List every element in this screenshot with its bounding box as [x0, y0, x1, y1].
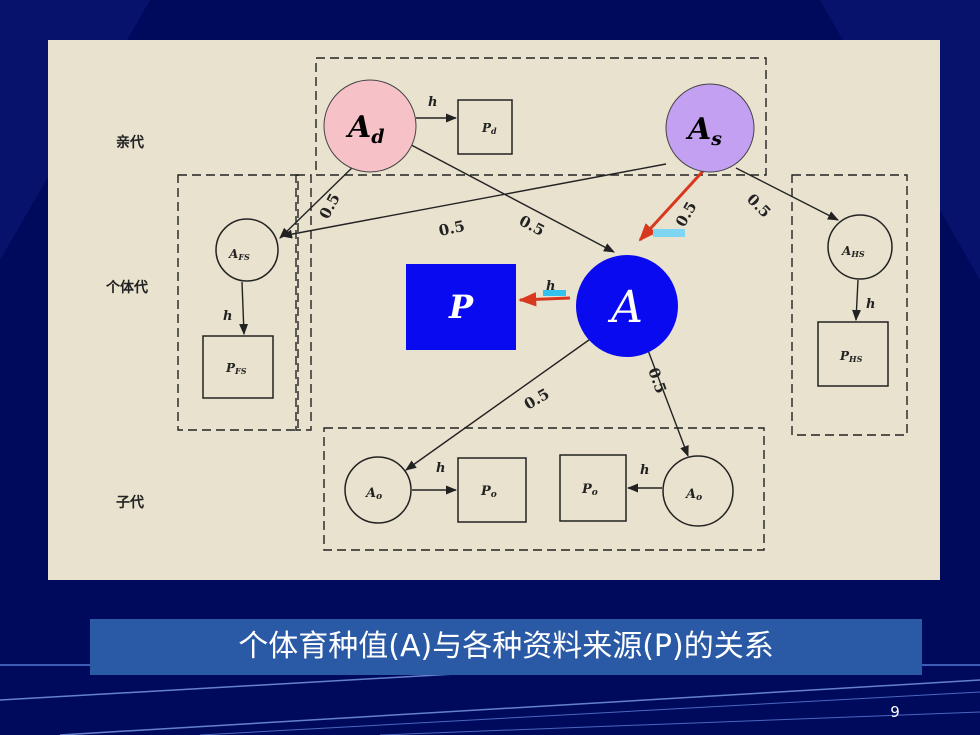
node-Pd-label: Pd — [481, 121, 497, 136]
node-As-label: As — [685, 112, 722, 150]
node-Po-right-label: Po — [581, 482, 598, 498]
coef-As-AFS: 0.5 — [437, 217, 466, 240]
node-Ao-left-label: Ao — [364, 486, 382, 502]
node-Po-left-label: Po — [480, 484, 497, 500]
relationship-diagram: 亲代 个体代 子代 Pd AFS PFS AHS PHS Ao Po Po Ao… — [48, 40, 940, 580]
node-As — [665, 83, 755, 173]
node-A — [576, 255, 678, 357]
slide-caption: 个体育种值(A)与各种资料来源(P)的关系 — [90, 619, 922, 675]
arrow-AFS-PFS — [239, 281, 249, 336]
node-Pd — [457, 99, 513, 155]
h-label-Ao-Po-right: h — [640, 463, 649, 478]
coef-Ad-A: 0.5 — [516, 212, 548, 240]
node-AHS — [827, 214, 893, 280]
h-label-Ao-Po-left: h — [436, 461, 445, 476]
pathway-arrows — [239, 113, 861, 495]
generation-label-individual: 个体代 — [105, 279, 148, 296]
node-PFS-label: PFS — [225, 361, 247, 376]
dashed-groups — [177, 57, 908, 551]
offspring-generation-box — [323, 427, 765, 551]
node-Ao-right-label: Ao — [684, 487, 702, 503]
cyan-dash-2 — [543, 290, 566, 296]
coef-As-AHS: 0.5 — [743, 190, 774, 221]
half-sib-box — [791, 174, 908, 436]
coef-As-A: 0.5 — [672, 198, 701, 230]
h-label-AHS-PHS: h — [866, 297, 875, 312]
parent-generation-box — [315, 57, 767, 176]
node-PFS — [202, 335, 274, 399]
arrow-Ad-AFS — [279, 161, 359, 239]
coef-Ad-AFS: 0.5 — [316, 190, 344, 222]
coef-A-Ao-right: 0.5 — [644, 365, 670, 396]
node-AHS-label: AHS — [841, 244, 865, 259]
node-PHS — [817, 321, 889, 387]
h-label-A-P: h — [546, 279, 555, 294]
page-number: 9 — [890, 703, 900, 721]
red-arrow-A-P — [518, 292, 571, 307]
h-label-Ad-Pd: h — [428, 95, 437, 110]
generation-label-parent: 亲代 — [116, 134, 144, 151]
cyan-dash-1 — [653, 229, 685, 237]
arrow-AHS-PHS — [852, 279, 861, 322]
arrow-Ad-A — [397, 137, 615, 253]
node-Po-right — [559, 454, 627, 522]
arrow-As-AHS — [735, 167, 839, 221]
generation-label-offspring: 子代 — [116, 494, 144, 511]
arrow-A-Ao-left — [405, 324, 611, 471]
coef-A-Ao-left: 0.5 — [521, 385, 553, 414]
node-PHS-label: PHS — [839, 349, 863, 364]
node-Ao-left — [344, 456, 412, 524]
node-A-label: A — [607, 282, 643, 333]
node-Po-left — [457, 457, 527, 523]
arrow-As-AFS — [280, 163, 667, 239]
red-arrow-As-A — [638, 168, 706, 242]
arrow-A-Ao-right — [645, 344, 689, 458]
node-Ao-right — [662, 455, 734, 527]
node-Ad-label: Ad — [345, 110, 385, 148]
node-AFS-label: AFS — [228, 247, 250, 262]
full-sib-inner-box — [295, 174, 312, 431]
node-Ad — [323, 79, 417, 173]
node-P — [406, 264, 516, 350]
h-label-AFS-PFS: h — [223, 309, 232, 324]
node-P-label: P — [448, 288, 474, 326]
node-AFS — [215, 218, 279, 282]
full-sib-box — [177, 174, 299, 431]
